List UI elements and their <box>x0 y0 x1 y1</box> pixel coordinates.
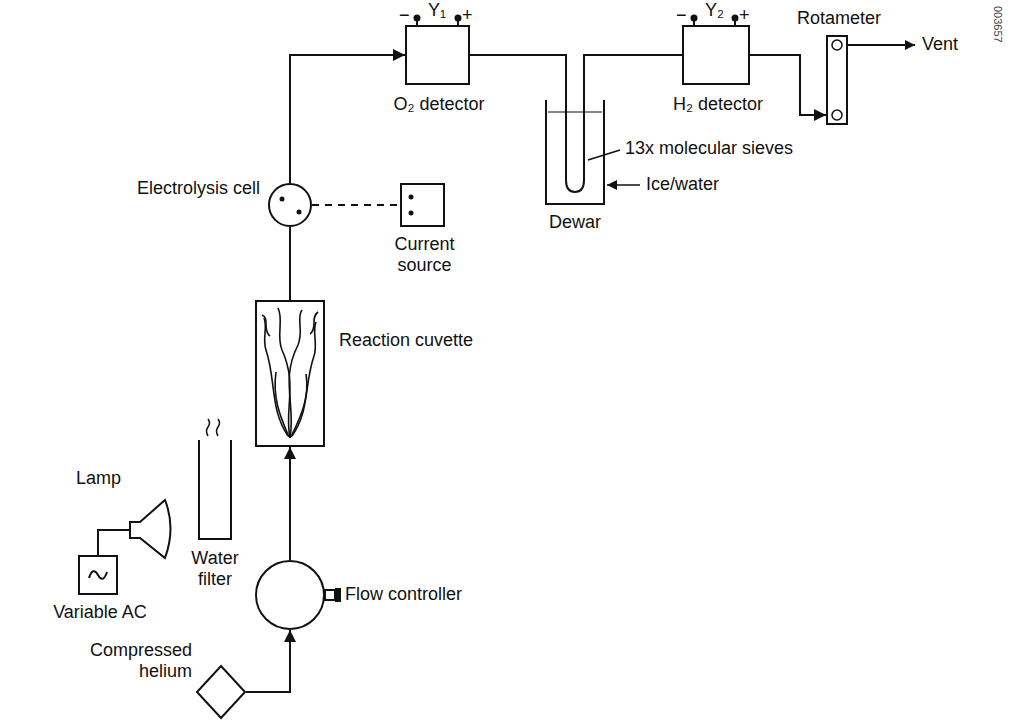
terminal-sign: − <box>676 5 687 26</box>
part-label: Rotameter <box>774 8 904 29</box>
shape-outline <box>268 183 312 227</box>
shape-outline <box>196 665 246 719</box>
wire-line <box>312 204 400 206</box>
flow-line <box>289 447 291 560</box>
outlet-label: Vent <box>922 34 958 55</box>
rotameter-float <box>832 110 842 120</box>
signal-name: Y₂ <box>705 0 724 21</box>
part-label: Ice/water <box>646 174 719 195</box>
ac-symbol <box>89 571 107 579</box>
lamp-reflector <box>130 500 171 558</box>
plant-illustration <box>262 308 318 438</box>
steam <box>207 419 220 436</box>
control-knob <box>335 588 341 602</box>
part-label: Current source <box>377 234 472 276</box>
shape-outline <box>198 440 232 540</box>
signal-name: Y₁ <box>428 0 446 21</box>
leader-arrow <box>607 184 640 186</box>
dewar: Dewar <box>545 100 605 205</box>
figure-number: 003657 <box>991 6 1004 43</box>
part-label: H₂ detector <box>653 94 783 115</box>
part-label: Lamp <box>76 468 121 489</box>
terminal-sign: + <box>462 5 473 26</box>
part-label: Water filter <box>175 548 255 590</box>
part-label: O₂ detector <box>374 94 504 115</box>
part-label: Reaction cuvette <box>339 330 519 351</box>
flow-line <box>290 55 405 183</box>
part-label: Electrolysis cell <box>100 178 260 199</box>
power-supply: Variable AC <box>78 555 118 595</box>
part-label: Dewar <box>520 212 630 233</box>
control-knob <box>325 590 335 600</box>
water-level <box>548 112 602 113</box>
current-source: Current source <box>400 183 445 227</box>
vent-arrow <box>848 44 915 46</box>
detector-box: O₂ detector <box>405 25 470 85</box>
electrolysis-cell: Electrolysis cell <box>268 183 312 227</box>
gas-cylinder: Compressed helium <box>196 665 246 719</box>
u-tube <box>566 100 584 192</box>
terminal-sign: − <box>399 5 410 26</box>
part-label: Flow controller <box>345 584 515 605</box>
part-label: 13x molecular sieves <box>625 138 793 159</box>
shape-outline <box>255 560 325 630</box>
electrodes <box>280 195 414 216</box>
terminal-sign: + <box>739 5 750 26</box>
flow-controller: Flow controller <box>255 560 325 630</box>
flow-line <box>246 630 290 692</box>
flow-line <box>470 55 566 100</box>
rotameter: Rotameter <box>826 35 848 125</box>
flow-line <box>584 55 682 100</box>
shape-outline <box>545 100 605 205</box>
rotameter-float <box>832 40 842 50</box>
part-label: Variable AC <box>35 602 165 623</box>
lamp-cord <box>98 530 130 555</box>
reaction-cuvette: Reaction cuvette <box>255 300 325 447</box>
part-label: Compressed helium <box>60 640 192 682</box>
flow-line <box>289 227 291 300</box>
detector-box: H₂ detector <box>682 25 750 85</box>
water-filter: Water filter <box>198 440 232 540</box>
